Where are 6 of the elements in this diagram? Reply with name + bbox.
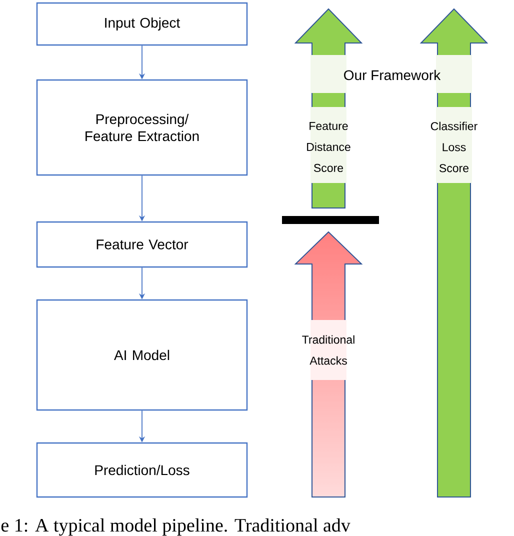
process-box: AI Model [36, 299, 248, 411]
process-box: Prediction/Loss [36, 442, 248, 498]
caption: e 1: A typical model pipeline. Traditional adv [1, 518, 350, 536]
process-box: Feature Vector [36, 221, 248, 268]
process-box: Preprocessing/ Feature Extraction [36, 79, 248, 176]
process-box: Input Object [36, 2, 248, 46]
